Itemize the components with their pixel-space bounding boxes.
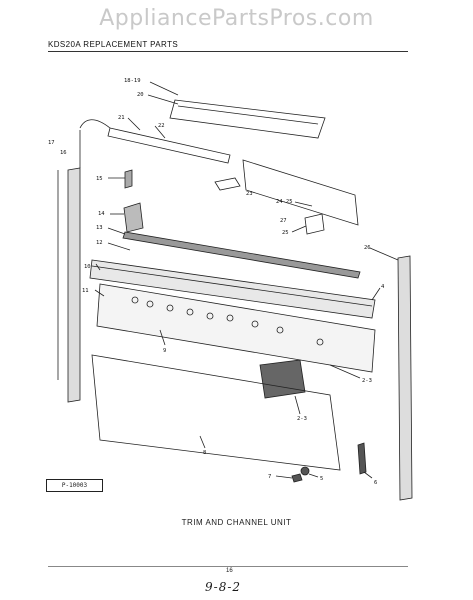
bracket-23 xyxy=(214,177,241,191)
callout: 11 xyxy=(82,288,89,294)
clip-15 xyxy=(124,169,133,189)
screw-bracket-27 xyxy=(304,213,325,235)
callout: 26 xyxy=(364,245,371,251)
control-panel xyxy=(96,283,376,373)
callout: 9 xyxy=(163,348,166,354)
callout: 24-25 xyxy=(276,199,293,205)
right-channel-panel xyxy=(242,159,359,226)
callout: 2-3 xyxy=(297,416,307,422)
callout: 21 xyxy=(118,115,125,121)
callout: 25 xyxy=(282,230,289,236)
callout: 22 xyxy=(158,123,165,129)
hinge-bracket-14 xyxy=(123,202,144,233)
long-channel xyxy=(89,259,376,319)
callout: 7 xyxy=(268,474,271,480)
header-divider xyxy=(48,51,408,52)
top-bracket xyxy=(169,99,326,139)
callout: 20 xyxy=(137,92,144,98)
page-number: 16 xyxy=(226,568,233,574)
callout: 13 xyxy=(96,225,103,231)
callout: 16 xyxy=(60,150,67,156)
callout: 15 xyxy=(96,176,103,182)
callout: 2-3 xyxy=(362,378,372,384)
right-post xyxy=(397,255,413,501)
callout: 8 xyxy=(203,450,206,456)
footer-divider xyxy=(48,566,408,567)
screw-5 xyxy=(300,466,310,476)
callout: 14 xyxy=(98,211,105,217)
callout: 12 xyxy=(96,240,103,246)
part-code-box: P-10003 xyxy=(46,479,103,492)
left-post xyxy=(67,167,81,403)
diagram-caption: TRIM AND CHANNEL UNIT xyxy=(181,518,292,527)
strip-13 xyxy=(122,231,361,279)
page-header: KDS20A REPLACEMENT PARTS xyxy=(48,40,179,49)
bottom-panel xyxy=(91,354,341,471)
callout: 6 xyxy=(374,480,377,486)
callout: 10 xyxy=(84,264,91,270)
callout: 27 xyxy=(280,218,287,224)
screw-6 xyxy=(357,442,367,475)
callout: 4 xyxy=(381,284,385,290)
screw-7 xyxy=(291,473,303,483)
callout: 5 xyxy=(320,476,323,482)
callout: 23 xyxy=(246,191,253,197)
callout: 18-19 xyxy=(124,78,141,84)
callout: 17 xyxy=(48,140,55,146)
handwritten-note: 9-8-2 xyxy=(205,580,242,594)
top-trim-rail xyxy=(107,127,231,164)
switch-module xyxy=(259,359,306,399)
watermark: AppliancePartsPros.com xyxy=(99,6,374,31)
